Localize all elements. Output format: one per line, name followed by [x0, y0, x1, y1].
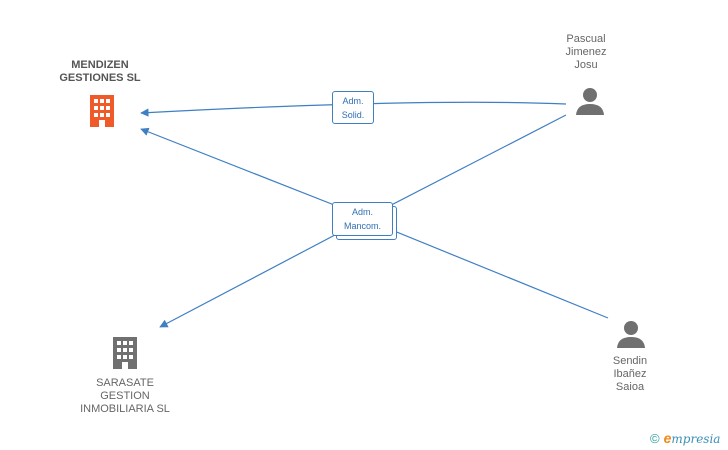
person-icon[interactable]	[616, 319, 646, 354]
edge-sendin-hub	[371, 221, 609, 319]
sendin-label-line2: Ibañez	[613, 368, 647, 380]
sarasate-label-line3: INMOBILIARIA SL	[80, 403, 170, 415]
brand-name: mpresia	[671, 432, 721, 446]
sarasate-label-line1: SARASATE	[96, 377, 154, 389]
relation-badge-adm-mancom[interactable]: Adm. Mancom.	[332, 202, 393, 236]
pascual-label-line3: Josu	[574, 59, 598, 71]
edge-pascual-mendizen-solid	[140, 101, 567, 117]
copyright-symbol: ©	[650, 431, 660, 446]
person-icon[interactable]	[575, 86, 605, 121]
node-label-pascual: Pascual Jimenez Josu	[546, 33, 626, 72]
adm-mancom-line2: Mancom.	[343, 221, 381, 231]
edge-hub-sarasate	[159, 225, 353, 328]
edge-hub-mendizen	[140, 127, 353, 213]
brand-logo-letter: e	[663, 430, 672, 446]
adm-mancom-line1: Adm.	[351, 207, 373, 217]
node-label-sendin: Sendin Ibañez Saioa	[590, 355, 670, 394]
node-label-mendizen: MENDIZEN GESTIONES SL	[40, 59, 160, 85]
pascual-label-line2: Jimenez	[565, 46, 607, 58]
brand-watermark: ©empresia	[650, 430, 720, 446]
adm-solid-line1: Adm.	[342, 96, 364, 106]
sarasate-label-line2: GESTION	[100, 390, 150, 402]
building-icon[interactable]	[110, 336, 140, 375]
pascual-label-line1: Pascual	[566, 33, 606, 45]
relation-badge-adm-solid[interactable]: Adm. Solid.	[332, 91, 374, 124]
building-icon[interactable]	[87, 94, 117, 133]
adm-solid-line2: Solid.	[341, 110, 365, 120]
edge-pascual-hub	[371, 114, 567, 216]
node-label-sarasate: SARASATE GESTION INMOBILIARIA SL	[65, 377, 185, 416]
mendizen-label-line2: GESTIONES SL	[59, 72, 141, 84]
sendin-label-line1: Sendin	[612, 355, 648, 367]
sendin-label-line3: Saioa	[615, 381, 645, 393]
mendizen-label-line1: MENDIZEN	[71, 59, 129, 71]
